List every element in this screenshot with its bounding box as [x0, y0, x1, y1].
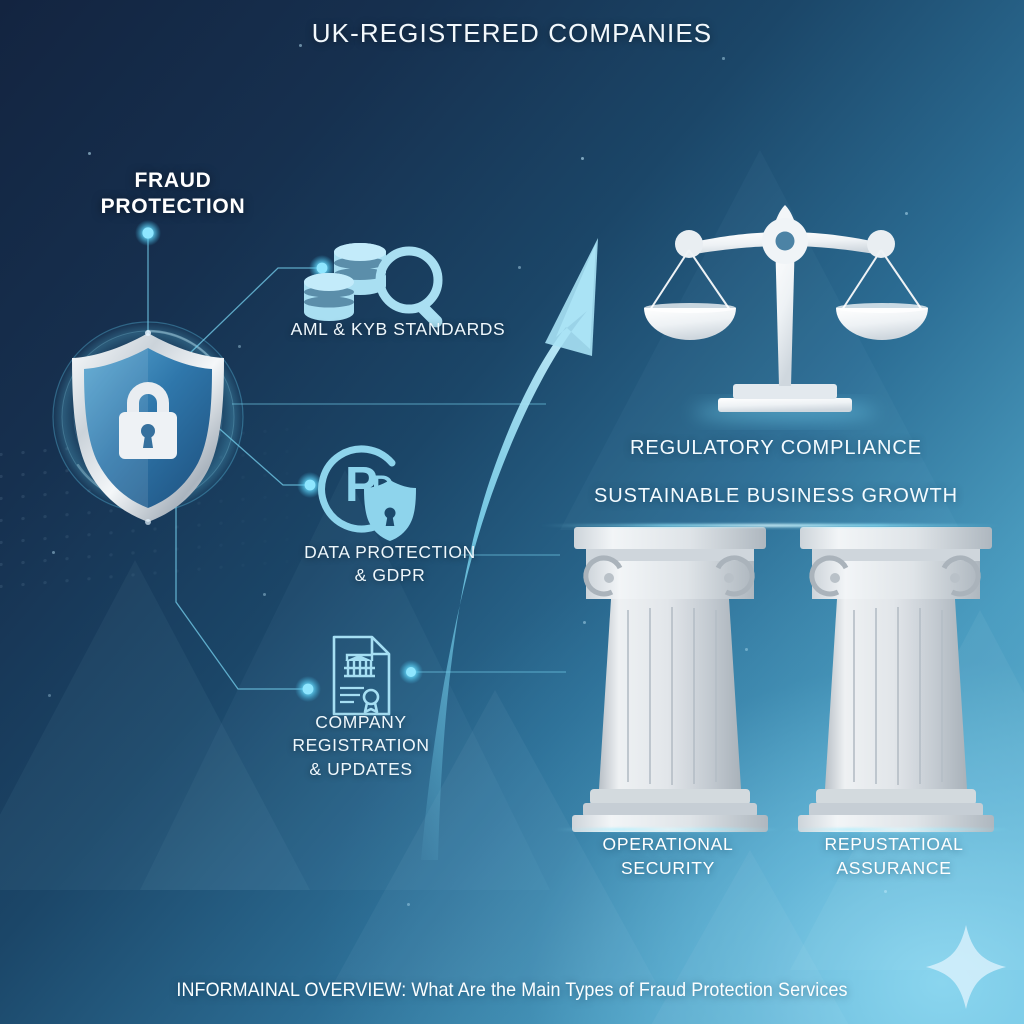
- shield-lock-icon: [72, 330, 224, 525]
- particle-dot: [48, 694, 51, 697]
- pillar-label-reputational-assurance: REPUSTATIOAL ASSURANCE: [778, 833, 1010, 880]
- particle-dot: [518, 266, 521, 269]
- svg-text:D: D: [372, 470, 394, 503]
- footer-caption: INFORMAINAL OVERVIEW: What Are the Main …: [176, 979, 848, 1001]
- particle-dot: [238, 345, 241, 348]
- page-title: UK-REGISTERED COMPANIES: [311, 18, 713, 48]
- ionic-column-icon: [798, 527, 994, 832]
- pillar-glow-line: [536, 524, 1006, 527]
- certificate-document-icon: [332, 635, 391, 716]
- particle-dot: [88, 152, 91, 155]
- hub-label-line2: PROTECTION: [100, 194, 246, 218]
- particle-dot: [604, 785, 607, 788]
- background-triangle: [140, 470, 550, 890]
- branch-label-text: REGISTRATION: [292, 735, 430, 756]
- particle-dot: [905, 212, 908, 215]
- connector-nodes: [135, 220, 423, 702]
- pillar-label-text: ASSURANCE: [836, 857, 952, 878]
- outcome-heading-regulatory-compliance: REGULATORY COMPLIANCE: [630, 437, 922, 459]
- pd-shield-lock-icon: P D: [318, 445, 416, 541]
- particle-dot: [52, 551, 55, 554]
- pillar-label-text: REPUSTATIOAL: [824, 834, 964, 854]
- hub-tech-rings: [52, 321, 244, 513]
- svg-text:P: P: [345, 458, 378, 512]
- pillar-glow-line: [782, 828, 1014, 831]
- background-triangle: [560, 150, 960, 530]
- branch-label-data-protection: DATA PROTECTION & GDPR: [240, 541, 540, 588]
- pillar-glow-line: [552, 828, 784, 831]
- particle-dot: [745, 648, 748, 651]
- particle-dot: [581, 157, 584, 160]
- branch-label-text: & UPDATES: [309, 758, 413, 779]
- particle-dot: [722, 57, 725, 60]
- connector-lines: [147, 233, 566, 690]
- particle-dot: [583, 621, 586, 624]
- coins-magnifier-icon: [304, 243, 443, 328]
- branch-label-text: AML & KYB STANDARDS: [290, 319, 506, 339]
- ionic-column-icon: [572, 527, 768, 832]
- particle-dot: [407, 903, 410, 906]
- branch-label-text: COMPANY: [315, 712, 407, 732]
- pillar-label-text: OPERATIONAL: [602, 834, 734, 854]
- pillar-label-text: SECURITY: [620, 857, 716, 878]
- hub-label-line1: FRAUD: [134, 169, 212, 192]
- outcome-heading-sustainable-growth: SUSTAINABLE BUSINESS GROWTH: [594, 485, 958, 507]
- branch-label-aml-kyb: AML & KYB STANDARDS: [248, 318, 548, 341]
- branch-label-text: DATA PROTECTION: [304, 542, 476, 562]
- particle-dot: [884, 890, 887, 893]
- balance-scales-icon: [644, 205, 928, 421]
- branch-label-company-registration: COMPANY REGISTRATION & UPDATES: [246, 711, 476, 781]
- particle-dot: [263, 593, 266, 596]
- pillar-label-operational-security: OPERATIONAL SECURITY: [552, 833, 784, 880]
- background-triangle: [790, 610, 1024, 970]
- branch-label-text: & GDPR: [354, 565, 426, 586]
- hub-label: FRAUD PROTECTION: [78, 168, 268, 219]
